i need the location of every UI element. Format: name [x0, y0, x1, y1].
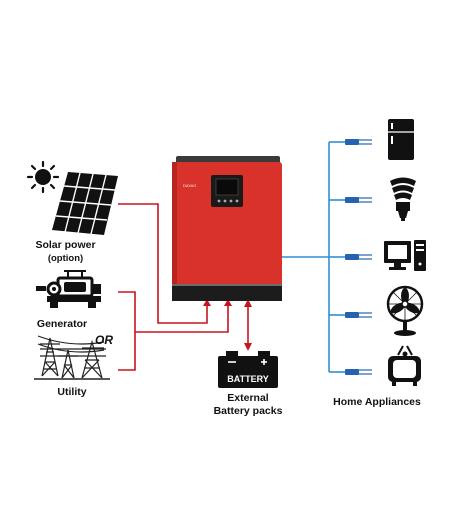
solar-label-line2: (option) — [47, 253, 84, 264]
utility-label: Utility — [57, 386, 87, 398]
home-appliances-label: Home Appliances — [333, 396, 421, 408]
battery-link — [244, 299, 252, 351]
generator-icon — [36, 270, 101, 308]
plug-icon — [345, 312, 372, 318]
tv-icon — [388, 345, 421, 386]
battery-label-line1: External — [227, 392, 269, 404]
ac-input-arrows — [203, 299, 232, 306]
plug-icon — [345, 369, 372, 375]
plug-icon — [345, 197, 372, 203]
fan-icon — [386, 285, 424, 336]
battery-label-line2: Battery packs — [213, 405, 283, 417]
solar-label: Solar power (option) — [18, 239, 113, 265]
inverter-display — [211, 175, 243, 207]
inverter-unit — [172, 156, 282, 301]
solar-label-line1: Solar power — [35, 239, 96, 251]
ac-output-wires — [282, 141, 345, 373]
bulb-icon — [390, 177, 416, 221]
ac-input-wires — [118, 203, 229, 371]
utility-pylon-icon — [34, 335, 110, 380]
plug-icon — [345, 254, 372, 260]
fridge-icon — [388, 119, 414, 160]
battery-label: External Battery packs — [202, 392, 294, 418]
or-label: OR — [95, 333, 113, 347]
plug-icon — [345, 139, 372, 145]
inverter-brand: DAYAG — [183, 183, 196, 188]
solar-panel-icon — [52, 172, 118, 235]
battery-icon — [218, 351, 278, 388]
computer-icon — [384, 240, 426, 271]
battery-box-text: BATTERY — [227, 374, 269, 384]
generator-label: Generator — [36, 318, 88, 330]
sun-icon — [26, 160, 60, 194]
